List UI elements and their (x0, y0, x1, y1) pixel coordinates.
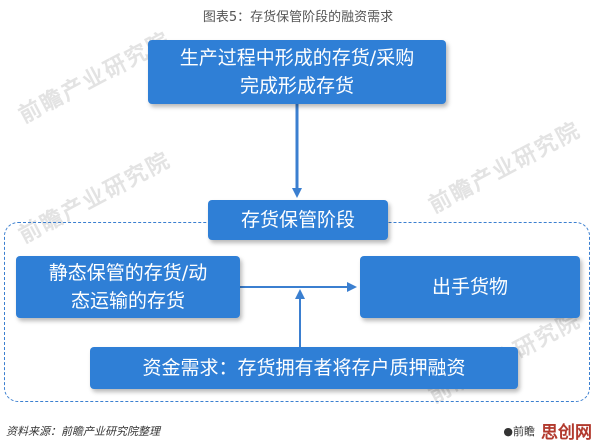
node-sell-goods: 出手货物 (360, 256, 580, 318)
node-line: 静态保管的存货/动 (48, 262, 208, 284)
node-line: 生产过程中形成的存货/采购 (179, 47, 415, 69)
node-stored-inventory: 静态保管的存货/动 态运输的存货 (16, 256, 240, 318)
site-logo: 思创网 (541, 423, 592, 443)
node-line: 态运输的存货 (70, 290, 185, 312)
figure-title: 图表5：存货保管阶段的融资需求 (202, 10, 394, 25)
node-line: 完成形成存货 (239, 75, 354, 97)
node-storage-stage: 存货保管阶段 (208, 200, 388, 240)
node-label: 出手货物 (431, 276, 508, 298)
brand: ●前瞻 思创网 (503, 418, 592, 443)
node-financing-need: 资金需求：存货拥有者将存户质押融资 (90, 347, 518, 389)
node-label: 存货保管阶段 (240, 209, 355, 231)
node-inventory-formation: 生产过程中形成的存货/采购 完成形成存货 (148, 40, 446, 104)
node-label: 资金需求：存货拥有者将存户质押融资 (142, 357, 466, 379)
brand-label: ●前瞻 (503, 424, 535, 438)
source-note: 资料来源：前瞻产业研究院整理 (6, 425, 160, 438)
